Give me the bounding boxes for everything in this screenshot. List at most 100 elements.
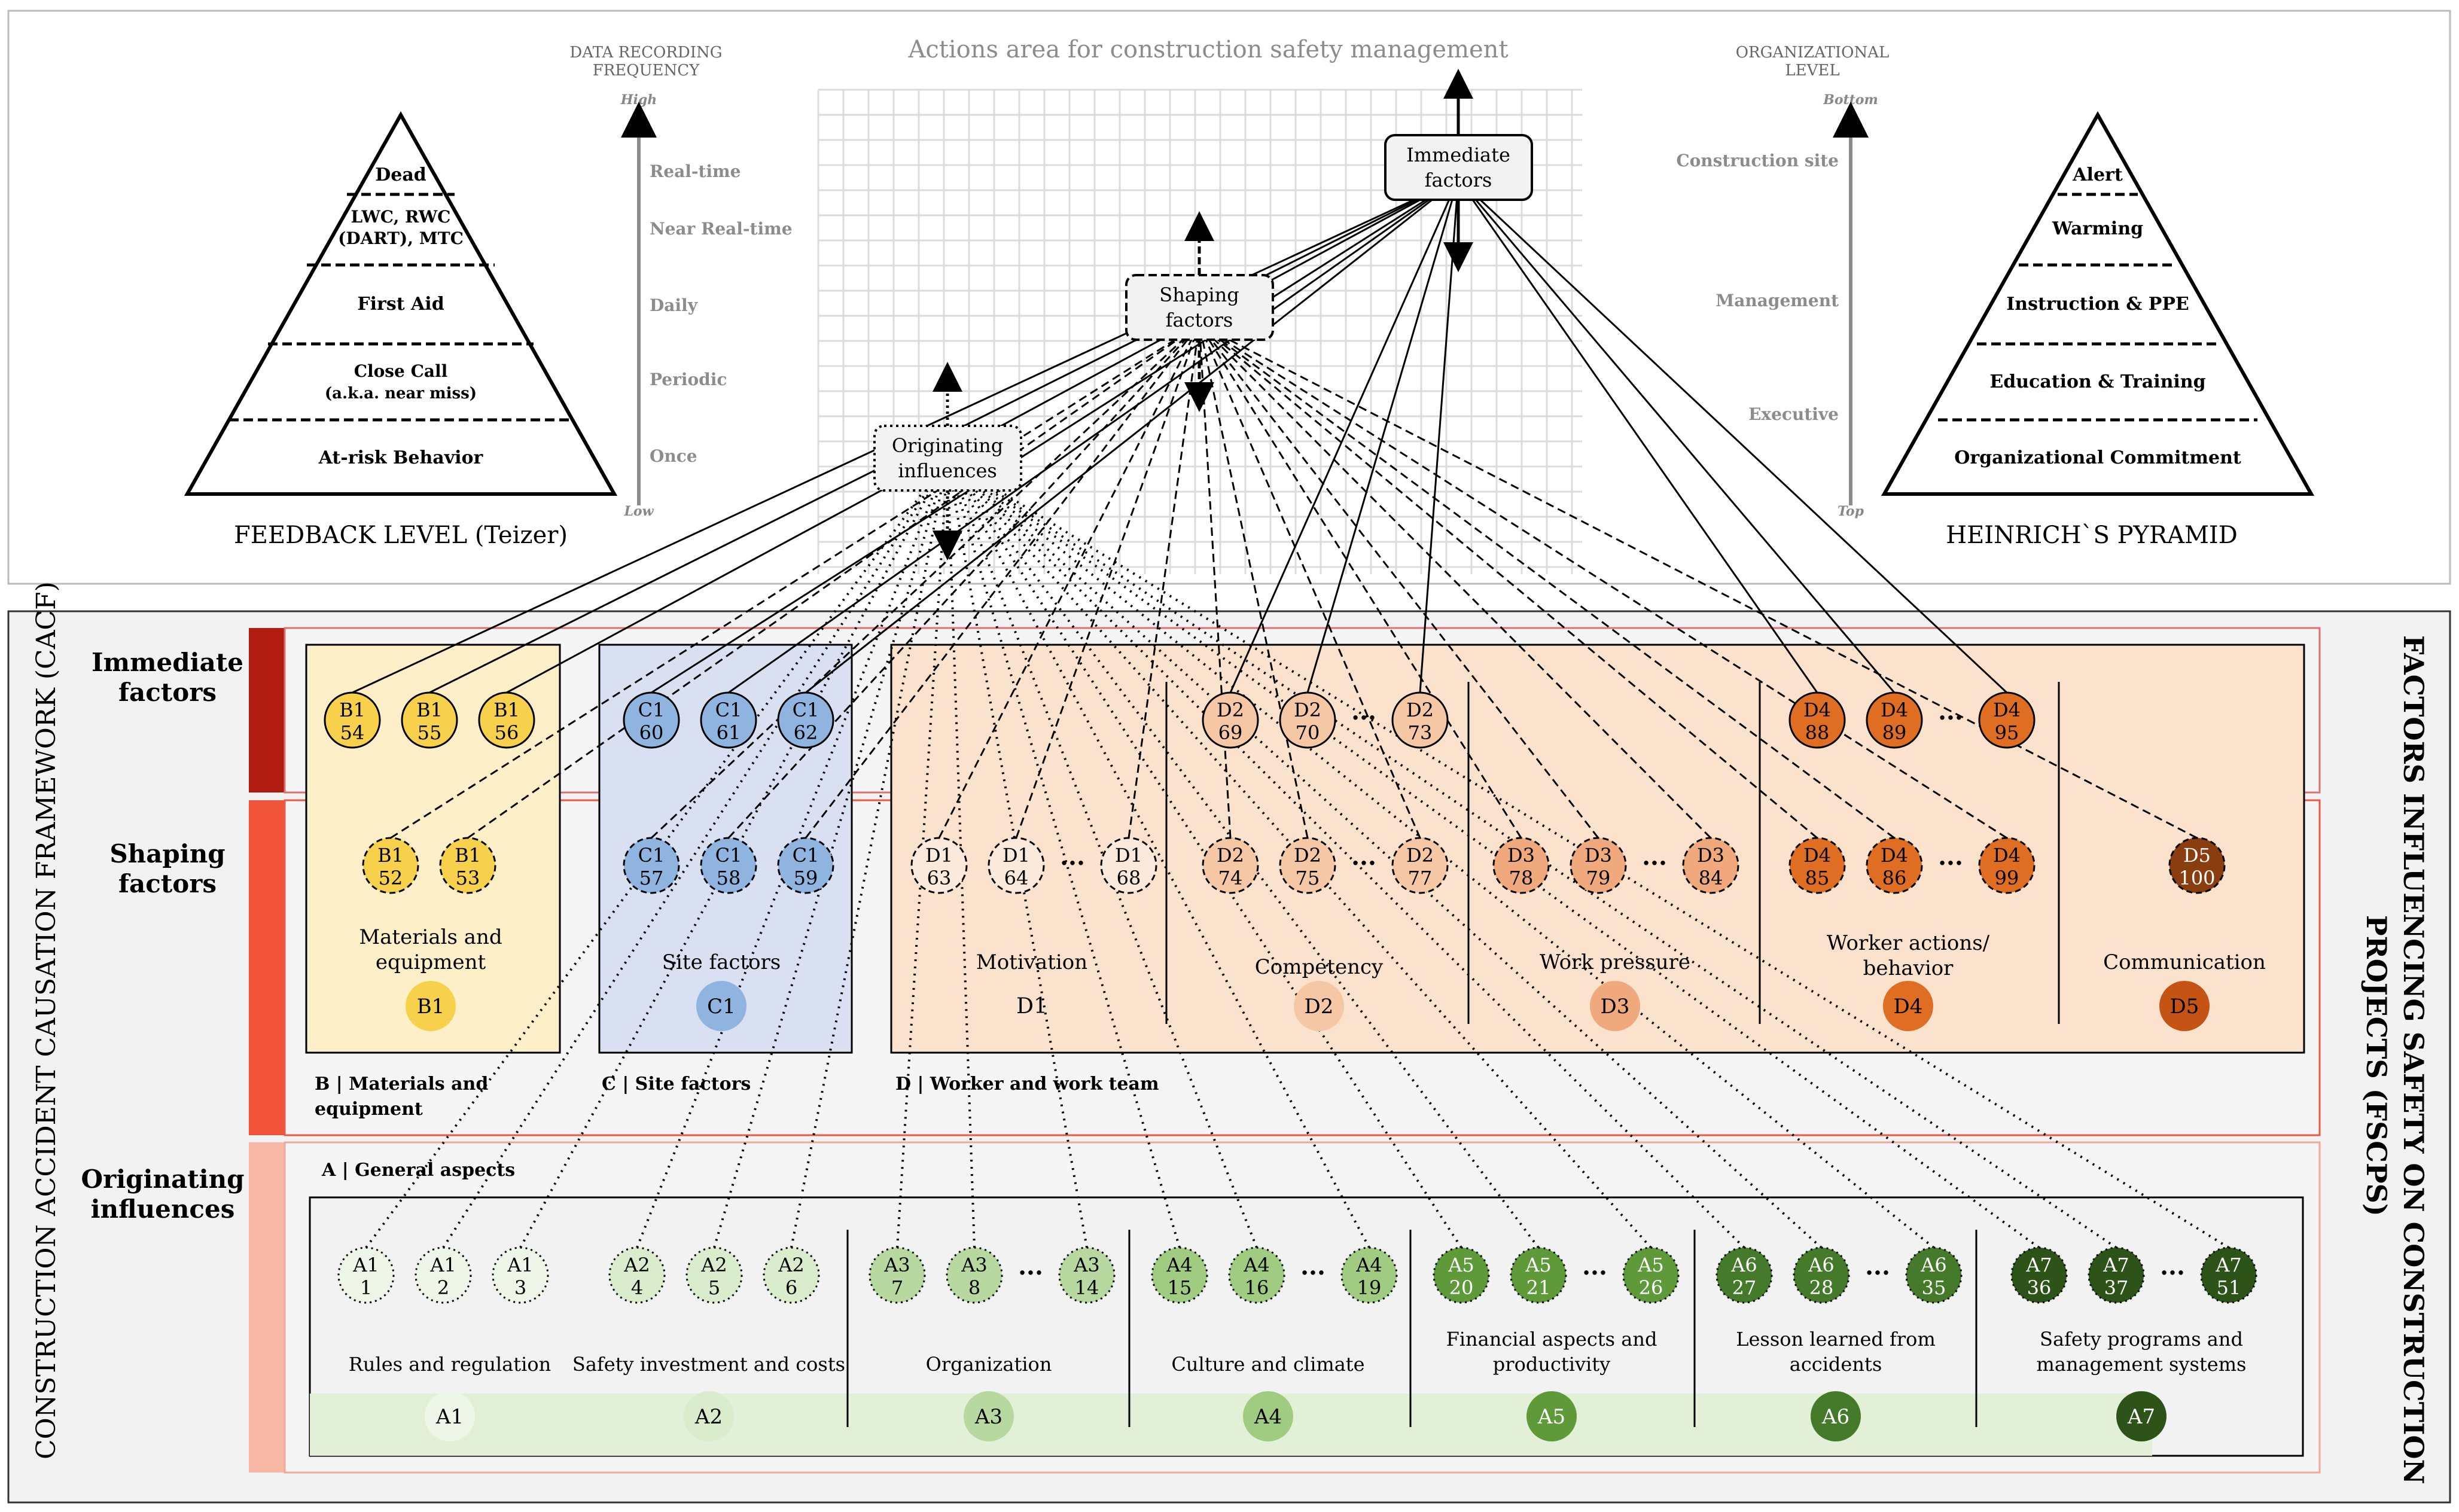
ellipsis: ··· [1938,849,1963,877]
factor-node-number: 85 [1805,867,1830,889]
svg-text:A1: A1 [435,1405,464,1429]
group-tag-b-1: B | Materials and [315,1074,488,1095]
org-top: Top [1838,504,1864,519]
row-label-originating-1: Originating [81,1165,245,1194]
factor-node-code: D4 [1803,844,1831,867]
factor-node-code: C1 [638,844,665,867]
svg-text:A4: A4 [1254,1405,1282,1429]
ellipsis: ··· [1865,1259,1890,1287]
factor-node-number: 99 [1995,867,2019,889]
svg-text:A5: A5 [1537,1405,1565,1429]
factor-node-code: B1 [416,699,443,721]
factor-node-number: 2 [437,1276,449,1299]
factor-node-a3-8: A38 [946,1246,1003,1304]
right-vertical-title-1: FACTORS INFLUENCING SAFETY ON CONSTRUCTI… [2397,635,2430,1484]
svg-text:D4: D4 [1894,995,1923,1019]
factor-node-number: 100 [2178,867,2215,889]
factor-node-number: 3 [514,1276,526,1299]
factor-node-number: 15 [1168,1276,1192,1299]
factor-node-code: D2 [1217,699,1244,721]
factor-node-number: 61 [717,721,741,744]
ellipsis: ··· [1351,704,1376,732]
factor-node-code: A1 [352,1254,379,1276]
factor-node-number: 8 [968,1276,980,1299]
factor-node-code: A7 [2103,1254,2129,1276]
factor-node-number: 26 [1639,1276,1663,1299]
factor-node-number: 77 [1408,867,1433,889]
row-bar-shaping [249,800,285,1135]
factor-node-number: 52 [379,867,403,889]
factor-node-code: C1 [793,844,819,867]
box-shaping-line-2: factors [1166,309,1233,331]
heinrich-warming: Warming [2052,218,2143,239]
factor-node-code: D4 [1993,699,2021,721]
factor-node-number: 86 [1882,867,1907,889]
freq-title-1: DATA RECORDING [569,44,722,62]
org-construction-site: Construction site [1676,151,1839,170]
factor-node-number: 55 [418,721,442,744]
row-bar-immediate [249,628,285,792]
factor-node-code: A3 [961,1254,987,1276]
box-shaping-factors: Shaping factors [1125,211,1274,341]
feedback-level-lwc: LWC, RWC [351,207,451,227]
row-label-originating-2: influences [91,1194,235,1224]
factor-node-a1-2: A12 [415,1246,472,1304]
factor-node-code: D2 [1294,699,1321,721]
org-bottom: Bottom [1823,92,1878,108]
factor-node-number: 60 [639,721,664,744]
organizational-scale: ORGANIZATIONAL LEVEL Bottom Top Construc… [1676,44,1889,519]
factor-node-a3-7: A37 [869,1246,926,1304]
factor-node-code: D1 [1115,844,1142,867]
feedback-level-dart: (DART), MTC [338,228,464,248]
factor-node-number: 70 [1296,721,1320,744]
factor-node-number: 36 [2027,1276,2052,1299]
factor-node-code: D1 [925,844,953,867]
feedback-level-close-call: Close Call [354,361,448,381]
factor-node-code: D5 [2183,844,2211,867]
group-d-dividers [1165,682,2060,1024]
left-vertical-title: CONSTRUCTION ACCIDENT CAUSATION FRAMEWOR… [31,581,62,1459]
factor-node-number: 79 [1586,867,1611,889]
factor-node-code: A4 [1243,1254,1269,1276]
factor-node-number: 68 [1117,867,1141,889]
ellipsis: ··· [1351,849,1376,877]
factor-node-number: 20 [1449,1276,1474,1299]
factor-node-code: D4 [1803,699,1831,721]
box-originating-line-1: Originating [892,434,1003,457]
svg-text:B1: B1 [417,995,445,1019]
svg-text:D2: D2 [1305,995,1334,1019]
factor-node-number: 58 [717,867,741,889]
heinrich-caption: HEINRICH`S PYRAMID [1946,522,2238,549]
svg-text:Communication: Communication [2103,950,2266,974]
ellipsis: ··· [2160,1259,2185,1287]
